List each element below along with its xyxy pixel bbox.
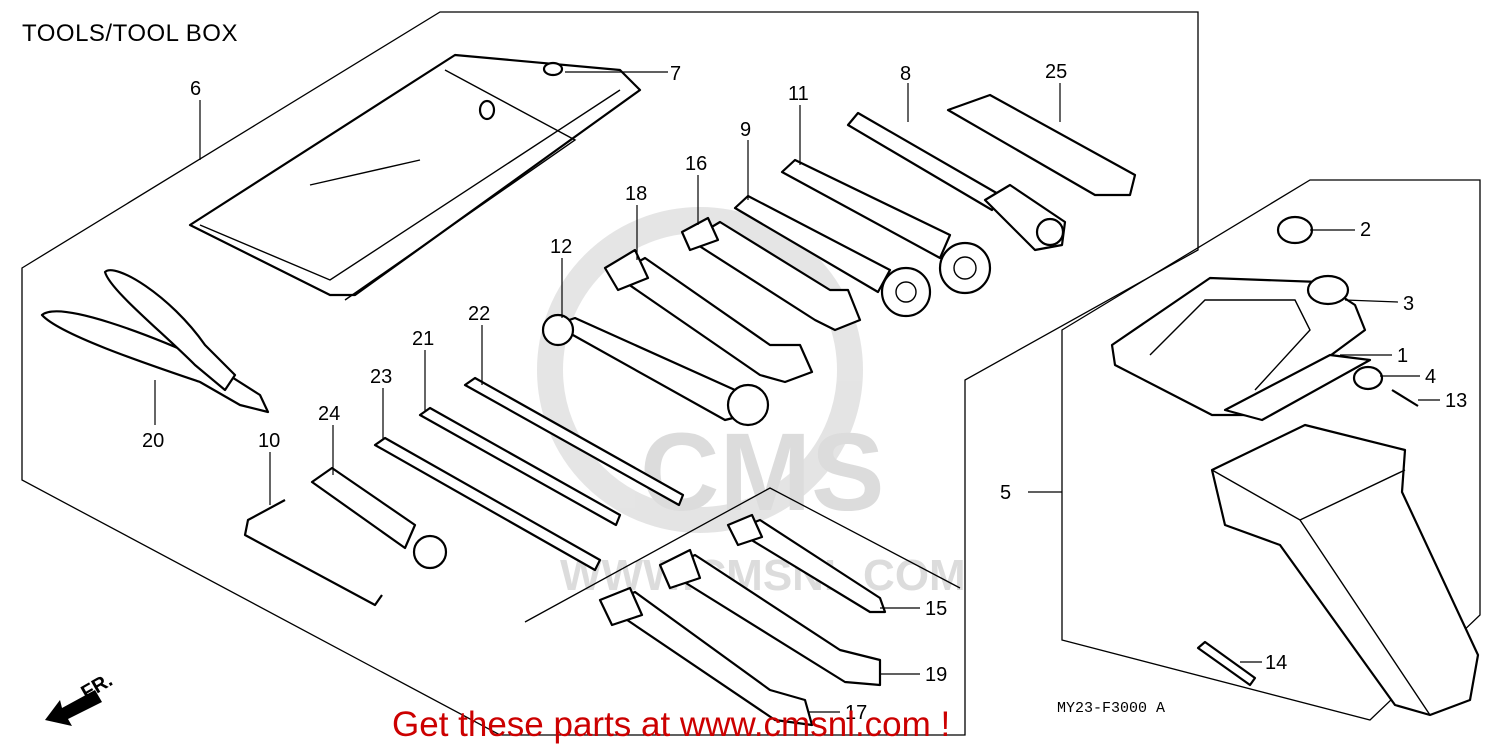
tool-box-lid-drawing [1110, 274, 1367, 417]
callout-12: 12 [550, 236, 572, 258]
callout-25: 25 [1045, 61, 1067, 83]
callout-5: 5 [1000, 482, 1011, 504]
callout-6: 6 [190, 78, 201, 100]
handle-extension-drawing [946, 93, 1137, 197]
callout-18: 18 [625, 183, 647, 205]
callout-3: 3 [1403, 293, 1414, 315]
callout-15: 15 [925, 598, 947, 620]
screwdriver-21-drawing [418, 406, 622, 527]
pliers-drawing [40, 269, 270, 414]
callout-10: 10 [258, 430, 280, 452]
tool-bag-drawing [188, 53, 642, 301]
callout-23: 23 [370, 366, 392, 388]
callout-9: 9 [740, 119, 751, 141]
combination-wrench-12-drawing [541, 313, 770, 427]
open-end-wrench-19-drawing [658, 548, 882, 687]
watermark: CMS WWW.CMSNL.COM [537, 207, 966, 600]
screwdriver-23-drawing [373, 436, 602, 572]
toolbox-frame [1061, 179, 1481, 721]
hex-key-drawing [243, 499, 383, 607]
open-end-wrench-17-drawing [598, 586, 814, 727]
handle-24-drawing [310, 466, 448, 570]
watermark-ring [537, 207, 863, 533]
open-end-wrench-16-drawing [680, 216, 862, 332]
callout-8: 8 [900, 63, 911, 85]
callout-16: 16 [685, 153, 707, 175]
leader-lines [154, 71, 1440, 713]
callout-2: 2 [1360, 219, 1371, 241]
callout-7: 7 [670, 63, 681, 85]
open-end-wrench-15-drawing [726, 513, 887, 614]
callout-1: 1 [1397, 345, 1408, 367]
box-wrench-9-drawing [733, 194, 932, 318]
tools-frame [21, 11, 1199, 736]
diagram-title: TOOLS/TOOL BOX [22, 20, 238, 47]
screwdriver-22-drawing [463, 376, 685, 507]
watermark-brand: CMS [640, 411, 884, 534]
promo-link[interactable]: Get these parts at www.cmsnl.com ! [392, 705, 951, 744]
drawing-code: MY23-F3000 A [1057, 700, 1166, 717]
grommet-2-drawing [1276, 215, 1314, 245]
callout-20: 20 [142, 430, 164, 452]
callout-19: 19 [925, 664, 947, 686]
callout-11: 11 [788, 83, 809, 105]
box-wrench-11-drawing [780, 158, 992, 295]
callout-22: 22 [468, 303, 490, 325]
tool-box-body-drawing [1210, 423, 1480, 717]
callout-24: 24 [318, 403, 340, 425]
gasket-1-drawing [1223, 353, 1372, 422]
callout-4: 4 [1425, 366, 1436, 388]
band-14-drawing [1196, 640, 1257, 687]
callout-14: 14 [1265, 652, 1287, 674]
callout-numbers: 6 7 8 25 11 9 16 18 12 22 21 23 24 10 20… [142, 61, 1467, 724]
callout-13: 13 [1445, 390, 1467, 412]
callout-17: 17 [845, 702, 867, 724]
spark-plug-wrench-drawing [846, 111, 1067, 252]
grommet-4-drawing [1352, 365, 1384, 391]
wrench-set-frame [524, 487, 961, 623]
pin-13-drawing [1391, 389, 1419, 407]
front-direction-arrow: FR. [45, 669, 116, 726]
callout-21: 21 [412, 328, 434, 350]
